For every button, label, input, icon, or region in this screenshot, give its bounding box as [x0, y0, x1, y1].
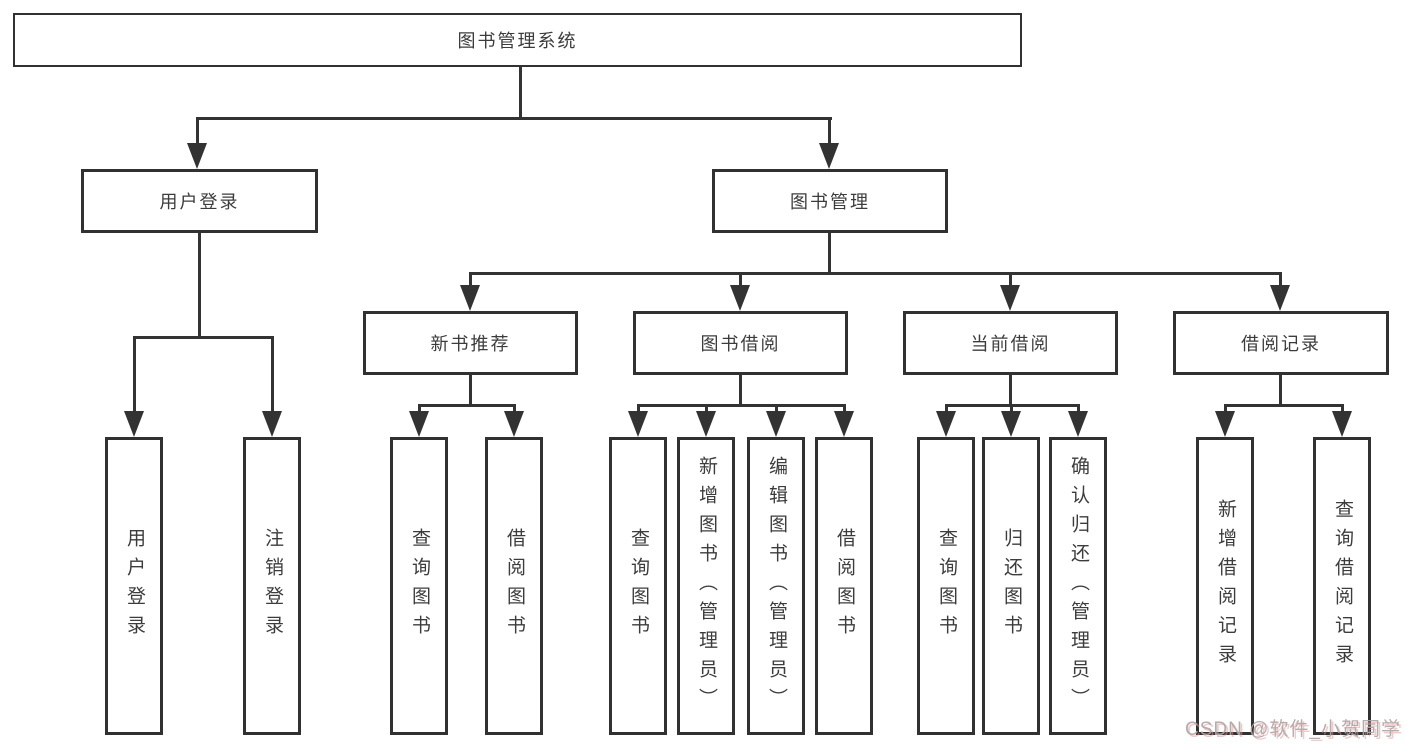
leaf-add-borrow-record: 新增借阅记录: [1196, 437, 1254, 735]
leaf-confirm-return-admin: 确认归还（管理员）: [1049, 437, 1107, 735]
arrow-down-icon: [504, 411, 524, 437]
node-book-management: 图书管理: [712, 169, 948, 233]
node-current-borrowing: 当前借阅: [903, 311, 1118, 375]
arrow-down-icon: [936, 411, 956, 437]
node-borrowing-records: 借阅记录: [1173, 311, 1389, 375]
arrow-down-icon: [1332, 411, 1352, 437]
arrow-down-icon: [1215, 411, 1235, 437]
leaf-query-books-current: 查询图书: [917, 437, 975, 735]
connector-line: [195, 117, 832, 120]
leaf-borrow-books-borrowing: 借阅图书: [815, 437, 873, 735]
connector-line: [1009, 405, 1013, 413]
connector-line: [1340, 405, 1344, 413]
connector-line: [827, 119, 831, 145]
arrow-down-icon: [819, 143, 839, 169]
leaf-user-login: 用户登录: [105, 437, 163, 735]
leaf-return-book: 归还图书: [982, 437, 1040, 735]
arrow-down-icon: [1068, 411, 1088, 437]
connector-line: [195, 119, 199, 145]
leaf-query-books-recommend: 查询图书: [390, 437, 448, 735]
connector-line: [1008, 273, 1012, 287]
arrow-down-icon: [124, 411, 144, 437]
connector-line: [738, 375, 742, 405]
leaf-logout: 注销登录: [243, 437, 301, 735]
arrow-down-icon: [696, 411, 716, 437]
arrow-down-icon: [834, 411, 854, 437]
connector-line: [417, 403, 516, 407]
node-new-book-recommend: 新书推荐: [363, 311, 578, 375]
connector-line: [512, 405, 516, 413]
connector-line: [827, 233, 831, 274]
connector-line: [636, 405, 640, 413]
leaf-add-book-admin: 新增图书（管理员）: [677, 437, 735, 735]
leaf-edit-book-admin: 编辑图书（管理员）: [747, 437, 805, 735]
arrow-down-icon: [1270, 285, 1290, 311]
connector-line: [1223, 403, 1344, 407]
connector-line: [468, 273, 472, 287]
arrow-down-icon: [628, 411, 648, 437]
arrow-down-icon: [409, 411, 429, 437]
arrow-down-icon: [187, 143, 207, 169]
arrow-down-icon: [730, 285, 750, 311]
connector-line: [518, 67, 522, 119]
csdn-watermark: CSDN @软件_小贺同学: [1185, 719, 1401, 740]
arrow-down-icon: [766, 411, 786, 437]
arrow-down-icon: [1000, 285, 1020, 311]
connector-line: [132, 337, 136, 413]
connector-line: [197, 233, 201, 338]
connector-line: [944, 405, 948, 413]
leaf-borrow-books-recommend: 借阅图书: [485, 437, 543, 735]
connector-line: [270, 337, 274, 413]
connector-line: [842, 405, 846, 413]
leaf-query-borrow-record: 查询借阅记录: [1313, 437, 1371, 735]
connector-line: [468, 375, 472, 405]
connector-line: [132, 335, 274, 339]
connector-line: [1008, 375, 1012, 405]
arrow-down-icon: [262, 411, 282, 437]
connector-line: [1278, 375, 1282, 405]
connector-line: [774, 405, 778, 413]
connector-line: [738, 273, 742, 287]
connector-line: [704, 405, 708, 413]
connector-line: [1278, 273, 1282, 287]
arrow-down-icon: [1001, 411, 1021, 437]
node-user-login: 用户登录: [81, 169, 318, 233]
leaf-query-books-borrowing: 查询图书: [609, 437, 667, 735]
arrow-down-icon: [460, 285, 480, 311]
connector-line: [1223, 405, 1227, 413]
connector-line: [468, 271, 1282, 275]
connector-line: [417, 405, 421, 413]
node-book-borrowing: 图书借阅: [633, 311, 848, 375]
connector-line: [1076, 405, 1080, 413]
connector-line: [636, 403, 846, 407]
node-library-management-system: 图书管理系统: [13, 13, 1022, 67]
